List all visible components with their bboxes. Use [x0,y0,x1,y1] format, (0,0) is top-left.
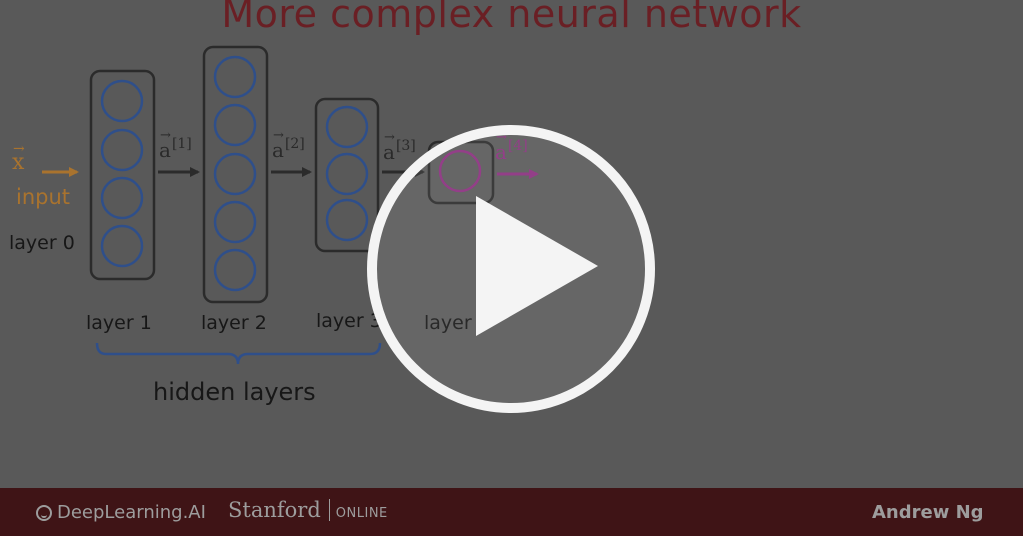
slide-title: More complex neural network [221,0,802,36]
layer-4-label: layer 4 [424,312,490,334]
neuron [100,79,144,123]
activation-a4: →a[4] [495,130,528,164]
neuron [213,55,257,99]
hidden-layers-label: hidden layers [153,378,316,406]
stanford-text: Stanford [228,498,321,522]
neuron [213,103,257,147]
neuron [213,200,257,244]
layer-2-label: layer 2 [201,312,267,334]
author-name: Andrew Ng [872,502,984,523]
deeplearning-smile-icon [36,504,52,521]
input-symbol: →x [12,141,25,175]
neuron [100,176,144,220]
online-text: ONLINE [335,505,388,521]
layer-1-box [89,69,156,281]
layer-3-label: layer 3 [316,310,382,332]
deeplearning-ai-logo: DeepLearning.AI [36,502,206,523]
play-triangle [476,196,598,336]
neuron [100,128,144,172]
layer-2-box [202,45,269,304]
neuron [325,105,369,149]
layer-3-box [314,97,380,253]
slide: More complex neural network [9,0,802,406]
activation-a2: →a[2] [272,128,305,162]
hidden-layers-brace [95,342,382,365]
neuron [100,224,144,268]
neuron [213,248,257,292]
input-label: input [16,185,71,209]
neuron [325,152,369,196]
layer-1-label: layer 1 [86,312,152,334]
neuron [325,198,369,242]
layer-0-label: layer 0 [9,232,75,254]
deeplearning-ai-text: DeepLearning.AI [57,502,206,523]
neuron [213,152,257,196]
activation-a3: →a[3] [383,130,416,164]
output-neuron [438,149,482,193]
activation-a1: →a[1] [159,128,192,162]
footer-bar: DeepLearning.AI Stanford ONLINE Andrew N… [0,488,1023,536]
logo-divider [328,499,330,521]
stanford-online-logo: Stanford ONLINE [228,498,388,522]
play-icon[interactable] [366,124,656,414]
network-diagram [42,45,539,365]
